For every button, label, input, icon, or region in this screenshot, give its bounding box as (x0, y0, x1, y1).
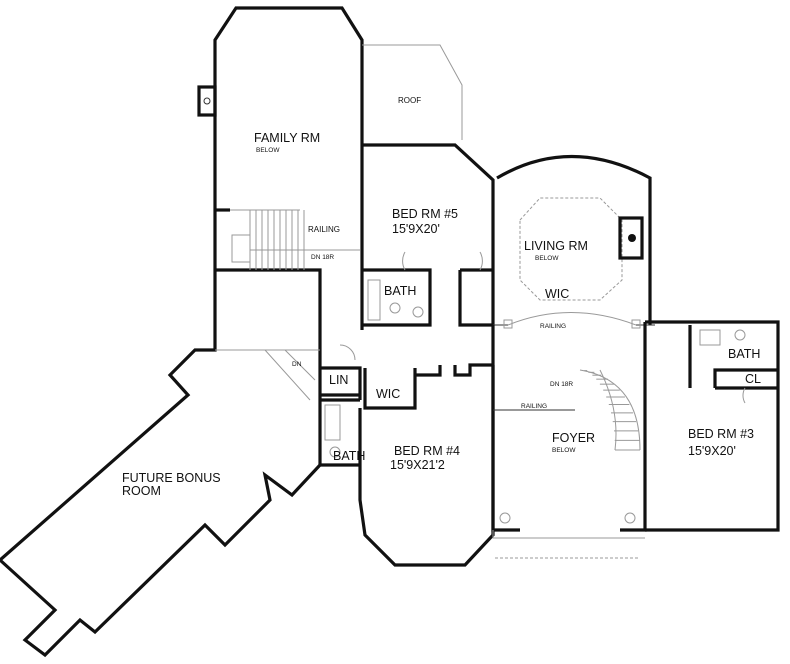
bath3-label: BATH (728, 347, 760, 361)
railing-family-label: RAILING (308, 225, 340, 234)
bed5-walls (362, 143, 495, 327)
bed4-size: 15'9X21'2 (390, 458, 445, 472)
bonus-room-label: FUTURE BONUS (122, 471, 221, 485)
family-room-walls (197, 6, 364, 350)
roof-outline (362, 44, 463, 140)
bath4-label: BATH (333, 449, 365, 463)
cl3-label: CL (745, 372, 761, 386)
bed5-label: BED RM #5 (392, 207, 458, 221)
bed5-size: 15'9X20' (392, 222, 440, 236)
living-room-walls (493, 155, 655, 329)
bonus-room-label-2: ROOM (122, 484, 161, 498)
dn-foyer-label: DN 18R (550, 381, 573, 388)
bed4-label: BED RM #4 (394, 444, 460, 458)
living-room-label: LIVING RM (524, 239, 588, 253)
foyer-note: BELOW (552, 447, 576, 454)
family-room-note: BELOW (256, 147, 280, 154)
bonus-room-walls (0, 270, 322, 658)
lin-label: LIN (329, 373, 348, 387)
railing-living-label: RAILING (540, 323, 566, 330)
bed3-walls (645, 320, 780, 532)
dn-bonus-label: DN (292, 361, 302, 368)
foyer-label: FOYER (552, 431, 595, 445)
bath5-label: BATH (384, 284, 416, 298)
bed3-label: BED RM #3 (688, 427, 754, 441)
bonus-stair-rail (215, 349, 320, 401)
wic4-label: WIC (376, 387, 400, 401)
railing-foyer-label: RAILING (521, 403, 547, 410)
foyer-walls (491, 322, 647, 559)
dn-family-label: DN 18R (311, 254, 334, 261)
family-room-label: FAMILY RM (254, 131, 320, 145)
wic-living-label: WIC (545, 287, 569, 301)
living-room-note: BELOW (535, 255, 559, 262)
family-stair (230, 209, 360, 270)
roof-label: ROOF (398, 96, 421, 105)
bed3-size: 15'9X20' (688, 444, 736, 458)
